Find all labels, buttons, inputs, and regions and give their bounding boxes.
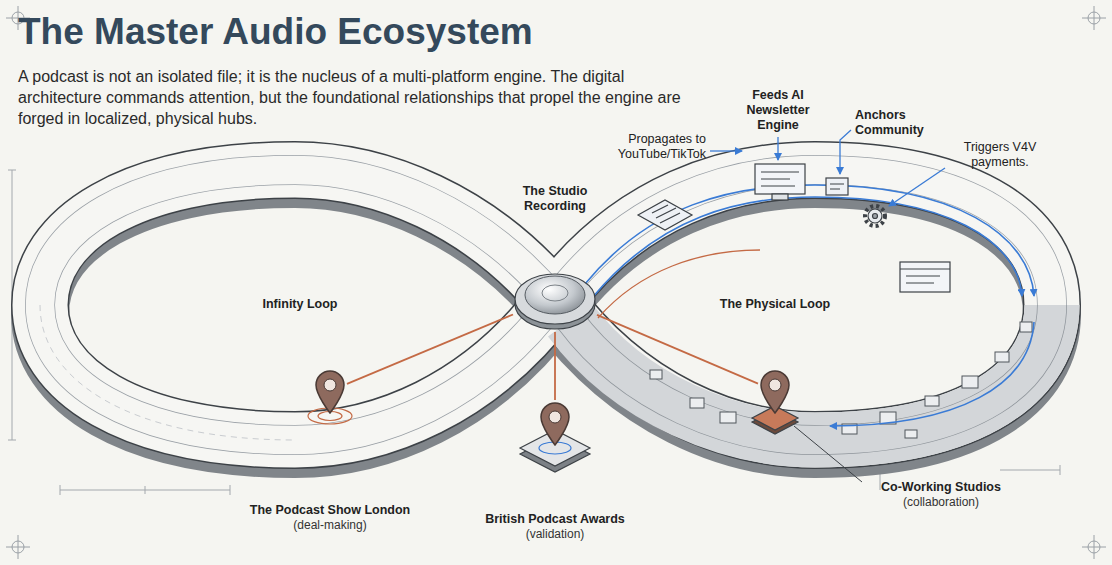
illustration-shape: [840, 130, 851, 174]
node-title: Co-Working Studios: [866, 480, 1016, 495]
node-note: (deal-making): [215, 518, 445, 533]
node-shape: [758, 368, 792, 414]
illustration-shape: [889, 168, 945, 206]
illustration-shape: [592, 197, 1022, 298]
illustration-shape: [585, 185, 1034, 296]
illustration-shape: [652, 205, 680, 223]
node-note: (collaboration): [866, 495, 1016, 510]
illustration-shape: [761, 371, 789, 413]
illustration-shape: [794, 426, 862, 482]
node-caption: British Podcast Awards(validation): [455, 512, 655, 542]
illustration-shape: [826, 178, 848, 195]
illustration-shape: [638, 200, 692, 230]
callout-leaders: [710, 130, 945, 206]
illustration-shape: [40, 170, 1052, 440]
illustration-shape: [962, 376, 978, 388]
illustration-shape: [995, 352, 1009, 362]
region-label: Infinity Loop: [240, 297, 360, 312]
illustration-shape: [40, 170, 1052, 440]
illustration-shape: [570, 305, 1052, 440]
region-label: The Physical Loop: [710, 297, 840, 312]
illustration-shape: [324, 379, 336, 391]
city-blocks: [650, 322, 1032, 438]
infinity-band: [40, 170, 1052, 440]
illustration-shape: [905, 430, 917, 438]
title-text: The Master Audio Ecosystem: [18, 10, 533, 54]
hub-platforms: [308, 406, 862, 482]
illustration-shape: [873, 214, 878, 219]
illustration-shape: [830, 184, 844, 189]
node-caption: The Studio Recording: [509, 184, 601, 214]
illustration-shape: [570, 305, 1052, 440]
illustration-shape: [925, 396, 939, 406]
illustration-shape: [868, 209, 882, 223]
illustration-shape: [777, 137, 778, 160]
location-pin: Co-Working Studios(collaboration): [758, 368, 792, 414]
node-shape: [513, 262, 597, 332]
illustration-shape: [525, 276, 585, 314]
illustration-shape: [60, 485, 230, 495]
illustration-shape: [1082, 6, 1106, 30]
platform-icons: [638, 164, 950, 292]
illustration-shape: [650, 370, 662, 379]
illustration-shape: [541, 403, 569, 445]
illustration-shape: [769, 379, 781, 391]
connector-line: [554, 332, 556, 400]
node-caption: Co-Working Studios(collaboration): [866, 480, 1016, 510]
illustration-shape: [1020, 322, 1032, 332]
location-pin: British Podcast Awards(validation): [538, 400, 572, 446]
node-title: British Podcast Awards: [455, 512, 655, 527]
illustration-shape: [755, 164, 805, 194]
node-title: The Studio Recording: [509, 184, 601, 214]
illustration-shape: [710, 150, 742, 151]
illustration-shape: [761, 172, 799, 186]
illustration-shape: [40, 170, 1052, 440]
illustration-shape: [830, 322, 1034, 426]
node-shape: [538, 400, 572, 446]
node-shape: [313, 368, 347, 414]
connector-line: [347, 315, 513, 384]
illustration-shape: [772, 194, 788, 200]
location-pin: The Podcast Show London(deal-making): [313, 368, 347, 414]
dimension-lines: [8, 170, 1060, 495]
illustration-shape: [515, 274, 595, 324]
illustration-shape: [549, 411, 561, 423]
callout-text: Anchors Community: [855, 108, 935, 138]
illustration-shape: [542, 285, 568, 301]
digital-flow-lines: [585, 185, 1034, 426]
node-title: The Podcast Show London: [215, 503, 445, 518]
callout-text: Propagates to YouTube/TikTok: [596, 132, 706, 162]
illustration-shape: [900, 262, 950, 292]
illustration-shape: [900, 269, 950, 283]
node-caption: The Podcast Show London(deal-making): [215, 503, 445, 533]
illustration-shape: [1082, 535, 1106, 559]
illustration-shape: [865, 206, 885, 226]
callout-text: Feeds AI Newsletter Engine: [736, 88, 820, 133]
callout-text: Triggers V4V payments.: [950, 140, 1050, 170]
illustration-shape: [720, 412, 736, 423]
corner-marks: [6, 6, 1106, 559]
subtitle-text: A podcast is not an isolated file; it is…: [18, 66, 698, 129]
illustration-shape: [40, 170, 1052, 440]
connector-line: [597, 315, 758, 384]
illustration-shape: [570, 305, 1052, 440]
illustration-shape: [6, 535, 30, 559]
hub-node: The Studio Recording: [513, 262, 597, 332]
node-note: (validation): [455, 527, 655, 542]
illustration-shape: [40, 305, 295, 440]
illustration-shape: [690, 398, 704, 408]
illustration-shape: [316, 371, 344, 413]
